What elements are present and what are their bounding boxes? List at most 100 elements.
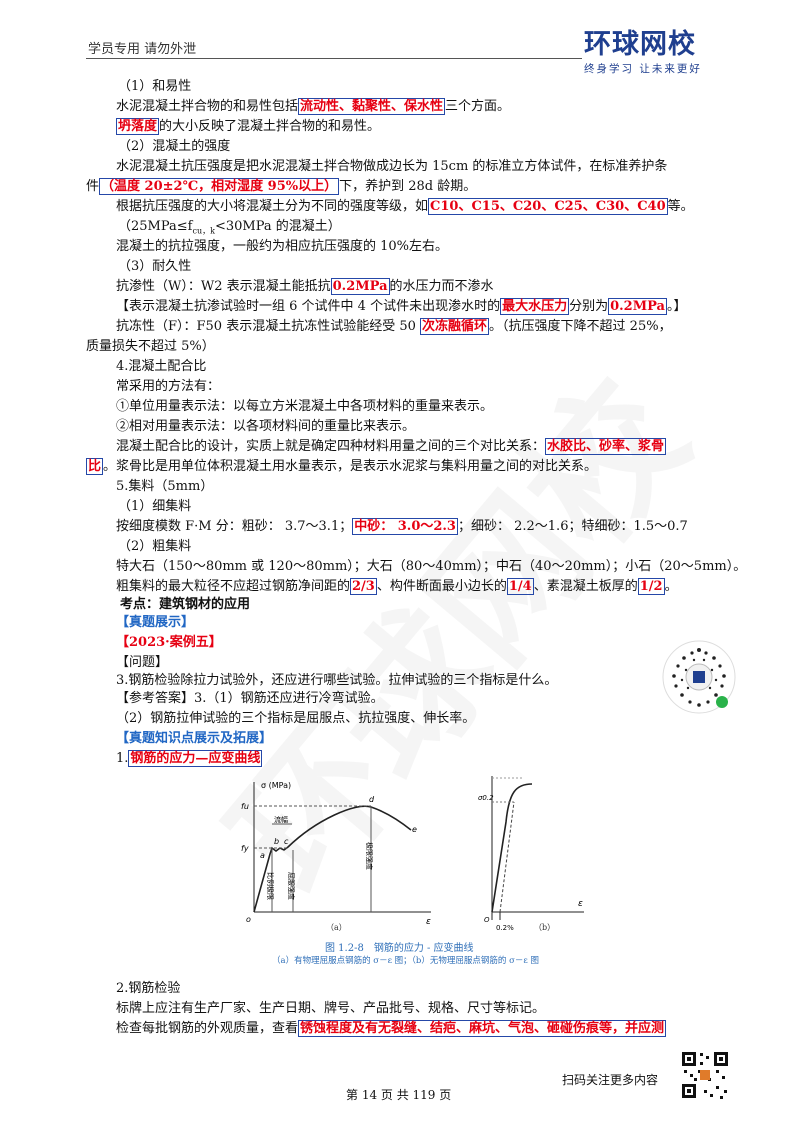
chart-a-ylabel: σ (MPa) [261, 781, 291, 790]
text-span: 检查每批钢筋的外观质量，查看 [116, 1021, 299, 1036]
text-span: （2）混凝土的强度 [118, 139, 231, 154]
text-line: 【真题知识点展示及拓展】 [116, 730, 272, 748]
text-span: 。（抗压强度下降不超过 25%， [489, 319, 672, 334]
text-line: 质量损失不超过 5%） [86, 338, 215, 356]
qr-code-follow[interactable] [680, 1050, 730, 1100]
text-span: 按细度模数 F·M 分：粗砂： 3.7～3.1； [116, 519, 353, 534]
text-line: （2）钢筋拉伸试验的三个指标是屈服点、抗拉强度、伸长率。 [116, 710, 475, 728]
text-span: （2）钢筋拉伸试验的三个指标是屈服点、抗拉强度、伸长率。 [116, 711, 476, 726]
highlight-keyword: 2/3 [350, 578, 377, 595]
page-number: 第 14 页 共 119 页 [346, 1088, 452, 1102]
chart-a-point-b: b [274, 837, 279, 846]
text-line: 3.钢筋检验除拉力试验外，还应进行哪些试验。拉伸试验的三个指标是什么。 [116, 672, 557, 690]
text-span: 。 [664, 579, 678, 594]
highlight-keyword: 锈蚀程度及有无裂缝、结疤、麻坑、气泡、砸碰伤痕等，并应测 [298, 1020, 667, 1037]
text-line: （2）粗集料 [118, 538, 191, 556]
text-span: <30MPa 的混凝土） [214, 219, 341, 234]
header-notice: 学员专用 请勿外泄 [88, 42, 197, 57]
stress-strain-chart-b: σ0.2 ε O 0.2% （b） [476, 772, 586, 936]
text-line: 混凝土配合比的设计，实质上就是确定四种材料用量之间的三个对比关系：水胶比、砂率、… [116, 438, 667, 456]
text-span: 。浆骨比是用单位体积混凝土用水量表示，是表示水泥浆与集料用量之间的对比关系。 [103, 459, 598, 474]
text-line: ②相对用量表示法：以各项材料间的重量比来表示。 [116, 418, 415, 436]
logo-slogan: 终身学习 让未来更好 [584, 63, 702, 75]
highlight-keyword: C10、C15、C20、C25、C30、C40 [428, 198, 668, 215]
text-span: 水泥混凝土抗压强度是把水泥混凝土拌合物做成边长为 15cm 的标准立方体试件，在… [116, 159, 668, 174]
text-span: 【问题】 [116, 655, 169, 670]
text-span: （25MPa≤f [118, 219, 193, 234]
text-span: 2.钢筋检验 [116, 981, 181, 996]
subscript: cu，k [192, 226, 215, 236]
text-span: 常采用的方法有： [116, 379, 221, 394]
text-span: 混凝土配合比的设计，实质上就是确定四种材料用量之间的三个对比关系： [116, 439, 546, 454]
text-span: 件 [86, 179, 100, 194]
text-span: （1）和易性 [118, 79, 192, 94]
chart-a-necking-label: 流幅 [274, 815, 288, 824]
text-line: 【参考答案】3.（1）钢筋还应进行冷弯试验。 [116, 690, 384, 708]
text-span: （2）粗集料 [118, 539, 192, 554]
text-span: 1. [116, 751, 129, 766]
text-span: （3）耐久性 [118, 259, 192, 274]
highlight-keyword: 比 [86, 458, 104, 475]
chart-b-panel: （b） [534, 923, 556, 932]
text-span: 的大小反映了混凝土拌合物的和易性。 [159, 119, 381, 134]
chart-a-point-e: e [412, 825, 417, 834]
highlight-keyword: （温度 20±2℃，相对湿度 95%以上） [99, 178, 340, 195]
chart-b-ylabel: σ0.2 [478, 794, 494, 802]
logo-text: 环球网校 [584, 29, 696, 60]
highlight-keyword: 中砂： 3.0～2.3 [352, 518, 458, 535]
highlight-keyword: 1/4 [506, 578, 534, 595]
text-line: 1.钢筋的应力—应变曲线 [116, 750, 263, 768]
chart-a-panel: （a） [326, 923, 347, 932]
text-line: 【真题展示】 [116, 614, 194, 632]
text-span: 5.集料（5mm） [116, 479, 214, 494]
figure-caption: 图 1.2-8 钢筋的应力 - 应变曲线 [325, 943, 474, 954]
text-line: （1）细集料 [118, 498, 191, 516]
section-tag: 【真题展示】 [116, 615, 195, 630]
text-line: 件（温度 20±2℃，相对湿度 95%以上）下，养护到 28d 龄期。 [86, 178, 476, 196]
chart-a-ult-label: 极限强度 [365, 842, 374, 870]
text-line: 水泥混凝土拌合物的和易性包括流动性、黏聚性、保水性三个方面。 [116, 98, 510, 116]
highlight-keyword: 坍落度 [116, 118, 160, 135]
highlight-keyword: 1/2 [637, 578, 665, 595]
text-span: 、构件断面最小边长的 [376, 579, 507, 594]
chart-b-offset: 0.2% [496, 924, 514, 932]
text-span: ；细砂： 2.2～1.6；特细砂：1.5～0.7 [457, 519, 688, 534]
brand-logo: 环球网校 终身学习 让未来更好 [584, 30, 744, 76]
text-line: 按细度模数 F·M 分：粗砂： 3.7～3.1；中砂： 3.0～2.3；细砂： … [116, 518, 688, 536]
text-line: 【表示混凝土抗渗试验时一组 6 个试件中 4 个试件未出现渗水时的最大水压力分别… [116, 298, 686, 316]
text-span: 抗冻性（F）：F50 表示混凝土抗冻性试验能经受 50 [116, 319, 421, 334]
chart-a-point-c: c [284, 837, 289, 846]
text-span: 【参考答案】3.（1）钢筋还应进行冷弯试验。 [116, 691, 384, 706]
chart-a-xlabel: ε [426, 917, 431, 927]
text-line: 检查每批钢筋的外观质量，查看锈蚀程度及有无裂缝、结疤、麻坑、气泡、砸碰伤痕等，并… [116, 1020, 667, 1038]
text-span: （1）细集料 [118, 499, 192, 514]
highlight-keyword: 0.2MPa [330, 278, 390, 295]
text-line: 【问题】 [116, 654, 168, 672]
text-span: 的水压力而不渗水 [389, 279, 494, 294]
footer-scan-text: 扫码关注更多内容 [562, 1073, 659, 1087]
text-line: 4.混凝土配合比 [116, 358, 206, 376]
text-line: （3）耐久性 [118, 258, 191, 276]
text-line: （1）和易性 [118, 78, 191, 96]
header-divider [86, 58, 582, 59]
chart-a-origin: o [246, 915, 251, 924]
text-line: 比。浆骨比是用单位体积混凝土用水量表示，是表示水泥浆与集料用量之间的对比关系。 [86, 458, 597, 476]
highlight-keyword: 0.2MPa [608, 298, 667, 315]
text-span: 。】 [666, 299, 687, 314]
text-span: 3.钢筋检验除拉力试验外，还应进行哪些试验。拉伸试验的三个指标是什么。 [116, 673, 558, 688]
highlight-keyword: 水胶比、砂率、浆骨 [545, 438, 667, 455]
exam-tag: 【2023·案例五】 [116, 635, 222, 650]
text-span: 【表示混凝土抗渗试验时一组 6 个试件中 4 个试件未出现渗水时的 [116, 299, 501, 314]
figure-subcaption: （a）有物理屈服点钢筋的 σ－ε 图；（b）无物理屈服点钢筋的 σ－ε 图 [272, 956, 539, 966]
chart-b-origin: O [484, 916, 490, 924]
chart-a-point-a: a [260, 851, 265, 860]
text-span: 、素混凝土板厚的 [533, 579, 638, 594]
text-line: 水泥混凝土抗压强度是把水泥混凝土拌合物做成边长为 15cm 的标准立方体试件，在… [116, 158, 667, 176]
chart-a-point-d: d [369, 795, 375, 804]
text-span: 粗集料的最大粒径不应超过钢筋净间距的 [116, 579, 351, 594]
qr-code-mini-program[interactable] [662, 640, 736, 714]
text-span: 混凝土的抗拉强度，一般约为相应抗压强度的 10%左右。 [116, 239, 449, 254]
